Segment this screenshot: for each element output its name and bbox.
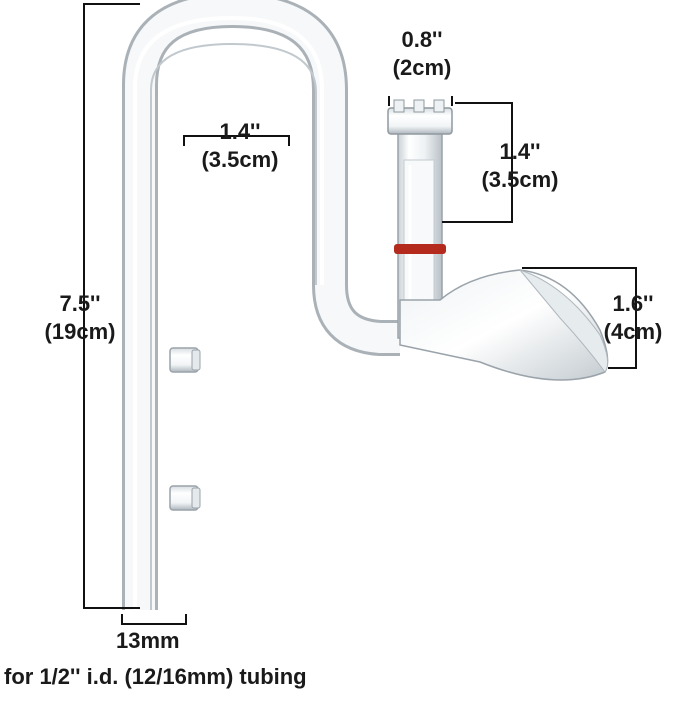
- inner-width-label: 1.4'' (3.5cm): [180, 118, 300, 174]
- tube-length-label: 1.4'' (3.5cm): [450, 138, 590, 194]
- suction-clip-upper: [169, 347, 201, 373]
- height-inches: 7.5'': [59, 291, 101, 316]
- tubing-footnote: for 1/2'' i.d. (12/16mm) tubing: [4, 664, 307, 689]
- intake-tube-shadow: [150, 42, 317, 610]
- inner-width-dimension-line: [183, 135, 290, 146]
- tube-length-inches: 1.4'': [499, 139, 541, 164]
- tube-length-dimension-line: [442, 102, 513, 223]
- cap-width-label: 0.8'' (2cm): [362, 26, 482, 82]
- inner-width-inches: 1.4'': [219, 119, 261, 144]
- inner-width-cm: (3.5cm): [201, 147, 279, 172]
- o-ring: [394, 244, 446, 254]
- suction-clip-lower: [169, 485, 201, 511]
- skimmer-height-dimension-line: [522, 267, 637, 369]
- skimmer-height-cm: (4cm): [603, 319, 663, 344]
- diameter-label: 13mm: [116, 628, 180, 653]
- skimmer-cap: [387, 99, 453, 135]
- height-cm: (19cm): [44, 319, 116, 344]
- skimmer-rim: [518, 268, 609, 373]
- skimmer-height-inches: 1.6'': [612, 291, 654, 316]
- intake-tube: [122, 0, 400, 610]
- dimension-lines: [83, 3, 637, 625]
- cap-width-inches: 0.8'': [401, 27, 443, 52]
- intake-tube-highlight: [133, 15, 324, 610]
- intake-tube-glass: [125, 0, 400, 610]
- height-dimension-line: [83, 3, 140, 609]
- tube-length-cm: (3.5cm): [481, 167, 559, 192]
- cap-width-cm: (2cm): [392, 55, 452, 80]
- diameter-dimension-line: [121, 614, 187, 625]
- height-label: 7.5'' (19cm): [20, 290, 140, 346]
- skimmer-height-label: 1.6'' (4cm): [588, 290, 678, 346]
- cap-width-dimension-line: [388, 96, 453, 106]
